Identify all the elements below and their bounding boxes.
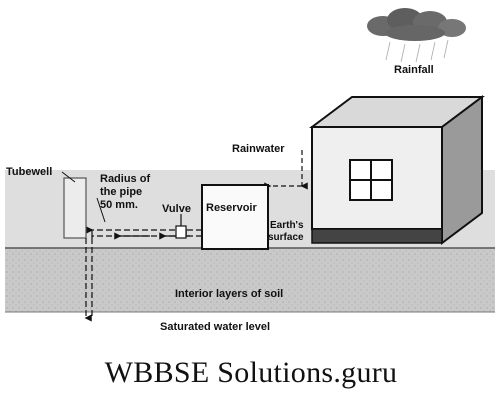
tubewell-pointer xyxy=(61,171,76,183)
valve-icon xyxy=(175,214,187,239)
earths-surface-label-line2: surface xyxy=(268,232,304,243)
house xyxy=(309,95,485,245)
radius-pointer xyxy=(96,197,106,223)
tubewell xyxy=(63,177,93,322)
rain-lines xyxy=(385,39,449,63)
valve-label: Vulve xyxy=(162,203,191,215)
radius-label-line2: the pipe xyxy=(100,186,142,198)
rainfall-label: Rainfall xyxy=(394,64,434,76)
watermark-caption: WBBSE Solutions.guru xyxy=(104,356,398,389)
earths-surface-label-line1: Earth's xyxy=(270,220,304,231)
reservoir-label: Reservoir xyxy=(206,202,257,214)
rainwater-pipe xyxy=(264,150,308,190)
rainwater-label: Rainwater xyxy=(232,143,285,155)
reservoir xyxy=(201,184,269,250)
interior-layers-label: Interior layers of soil xyxy=(175,288,283,300)
window-icon xyxy=(349,159,393,201)
tubewell-label: Tubewell xyxy=(6,166,52,178)
radius-label-line3: 50 mm. xyxy=(100,199,138,211)
saturated-water-level-label: Saturated water level xyxy=(160,321,270,333)
cloud-icon xyxy=(367,8,466,41)
radius-label-line1: Radius of xyxy=(100,173,150,185)
soil-band xyxy=(5,247,495,313)
